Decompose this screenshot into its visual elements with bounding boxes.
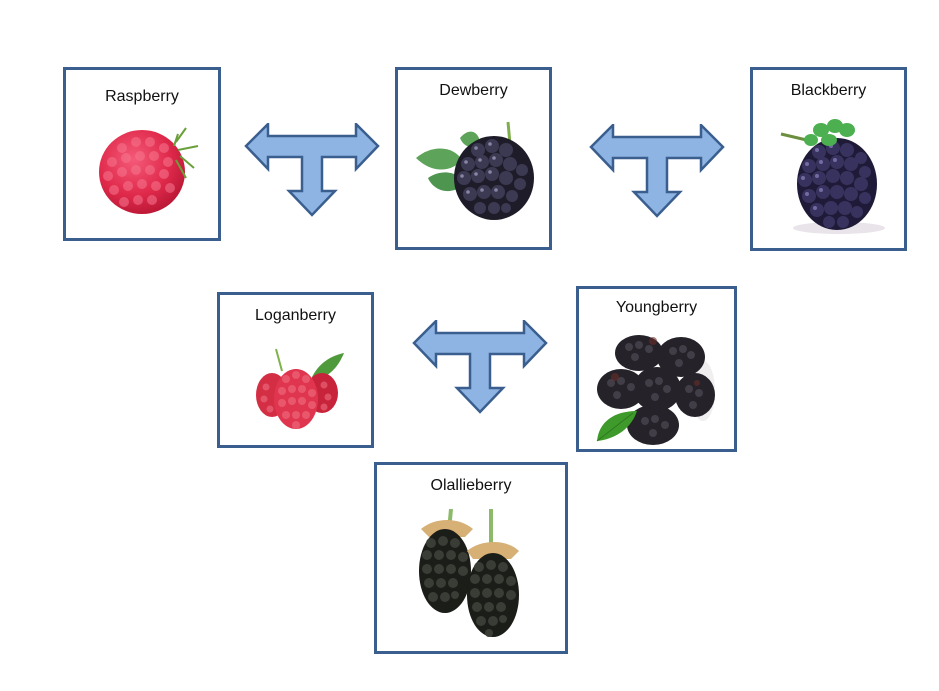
node-label: Olallieberry (430, 477, 512, 494)
blackberry-image (780, 119, 885, 234)
node-label: Blackberry (790, 82, 867, 99)
node-olallieberry: Olallieberry (374, 462, 568, 654)
loganberry-image (256, 348, 344, 429)
cross-arrow-2 (589, 124, 725, 218)
cross-arrow-1 (244, 123, 380, 217)
node-loganberry: Loganberry (217, 292, 374, 448)
node-youngberry: Youngberry (576, 286, 737, 452)
node-raspberry: Raspberry (63, 67, 221, 241)
dewberry-image (416, 121, 534, 220)
node-dewberry: Dewberry (395, 67, 552, 250)
olallieberry-image (419, 509, 519, 637)
cross-arrow-3 (412, 320, 548, 414)
node-label: Loganberry (255, 307, 336, 324)
node-blackberry: Blackberry (750, 67, 907, 251)
node-label: Dewberry (439, 82, 508, 99)
node-label: Raspberry (105, 88, 179, 105)
raspberry-image (99, 127, 199, 214)
node-label: Youngberry (615, 299, 698, 316)
youngberry-image (596, 335, 715, 445)
